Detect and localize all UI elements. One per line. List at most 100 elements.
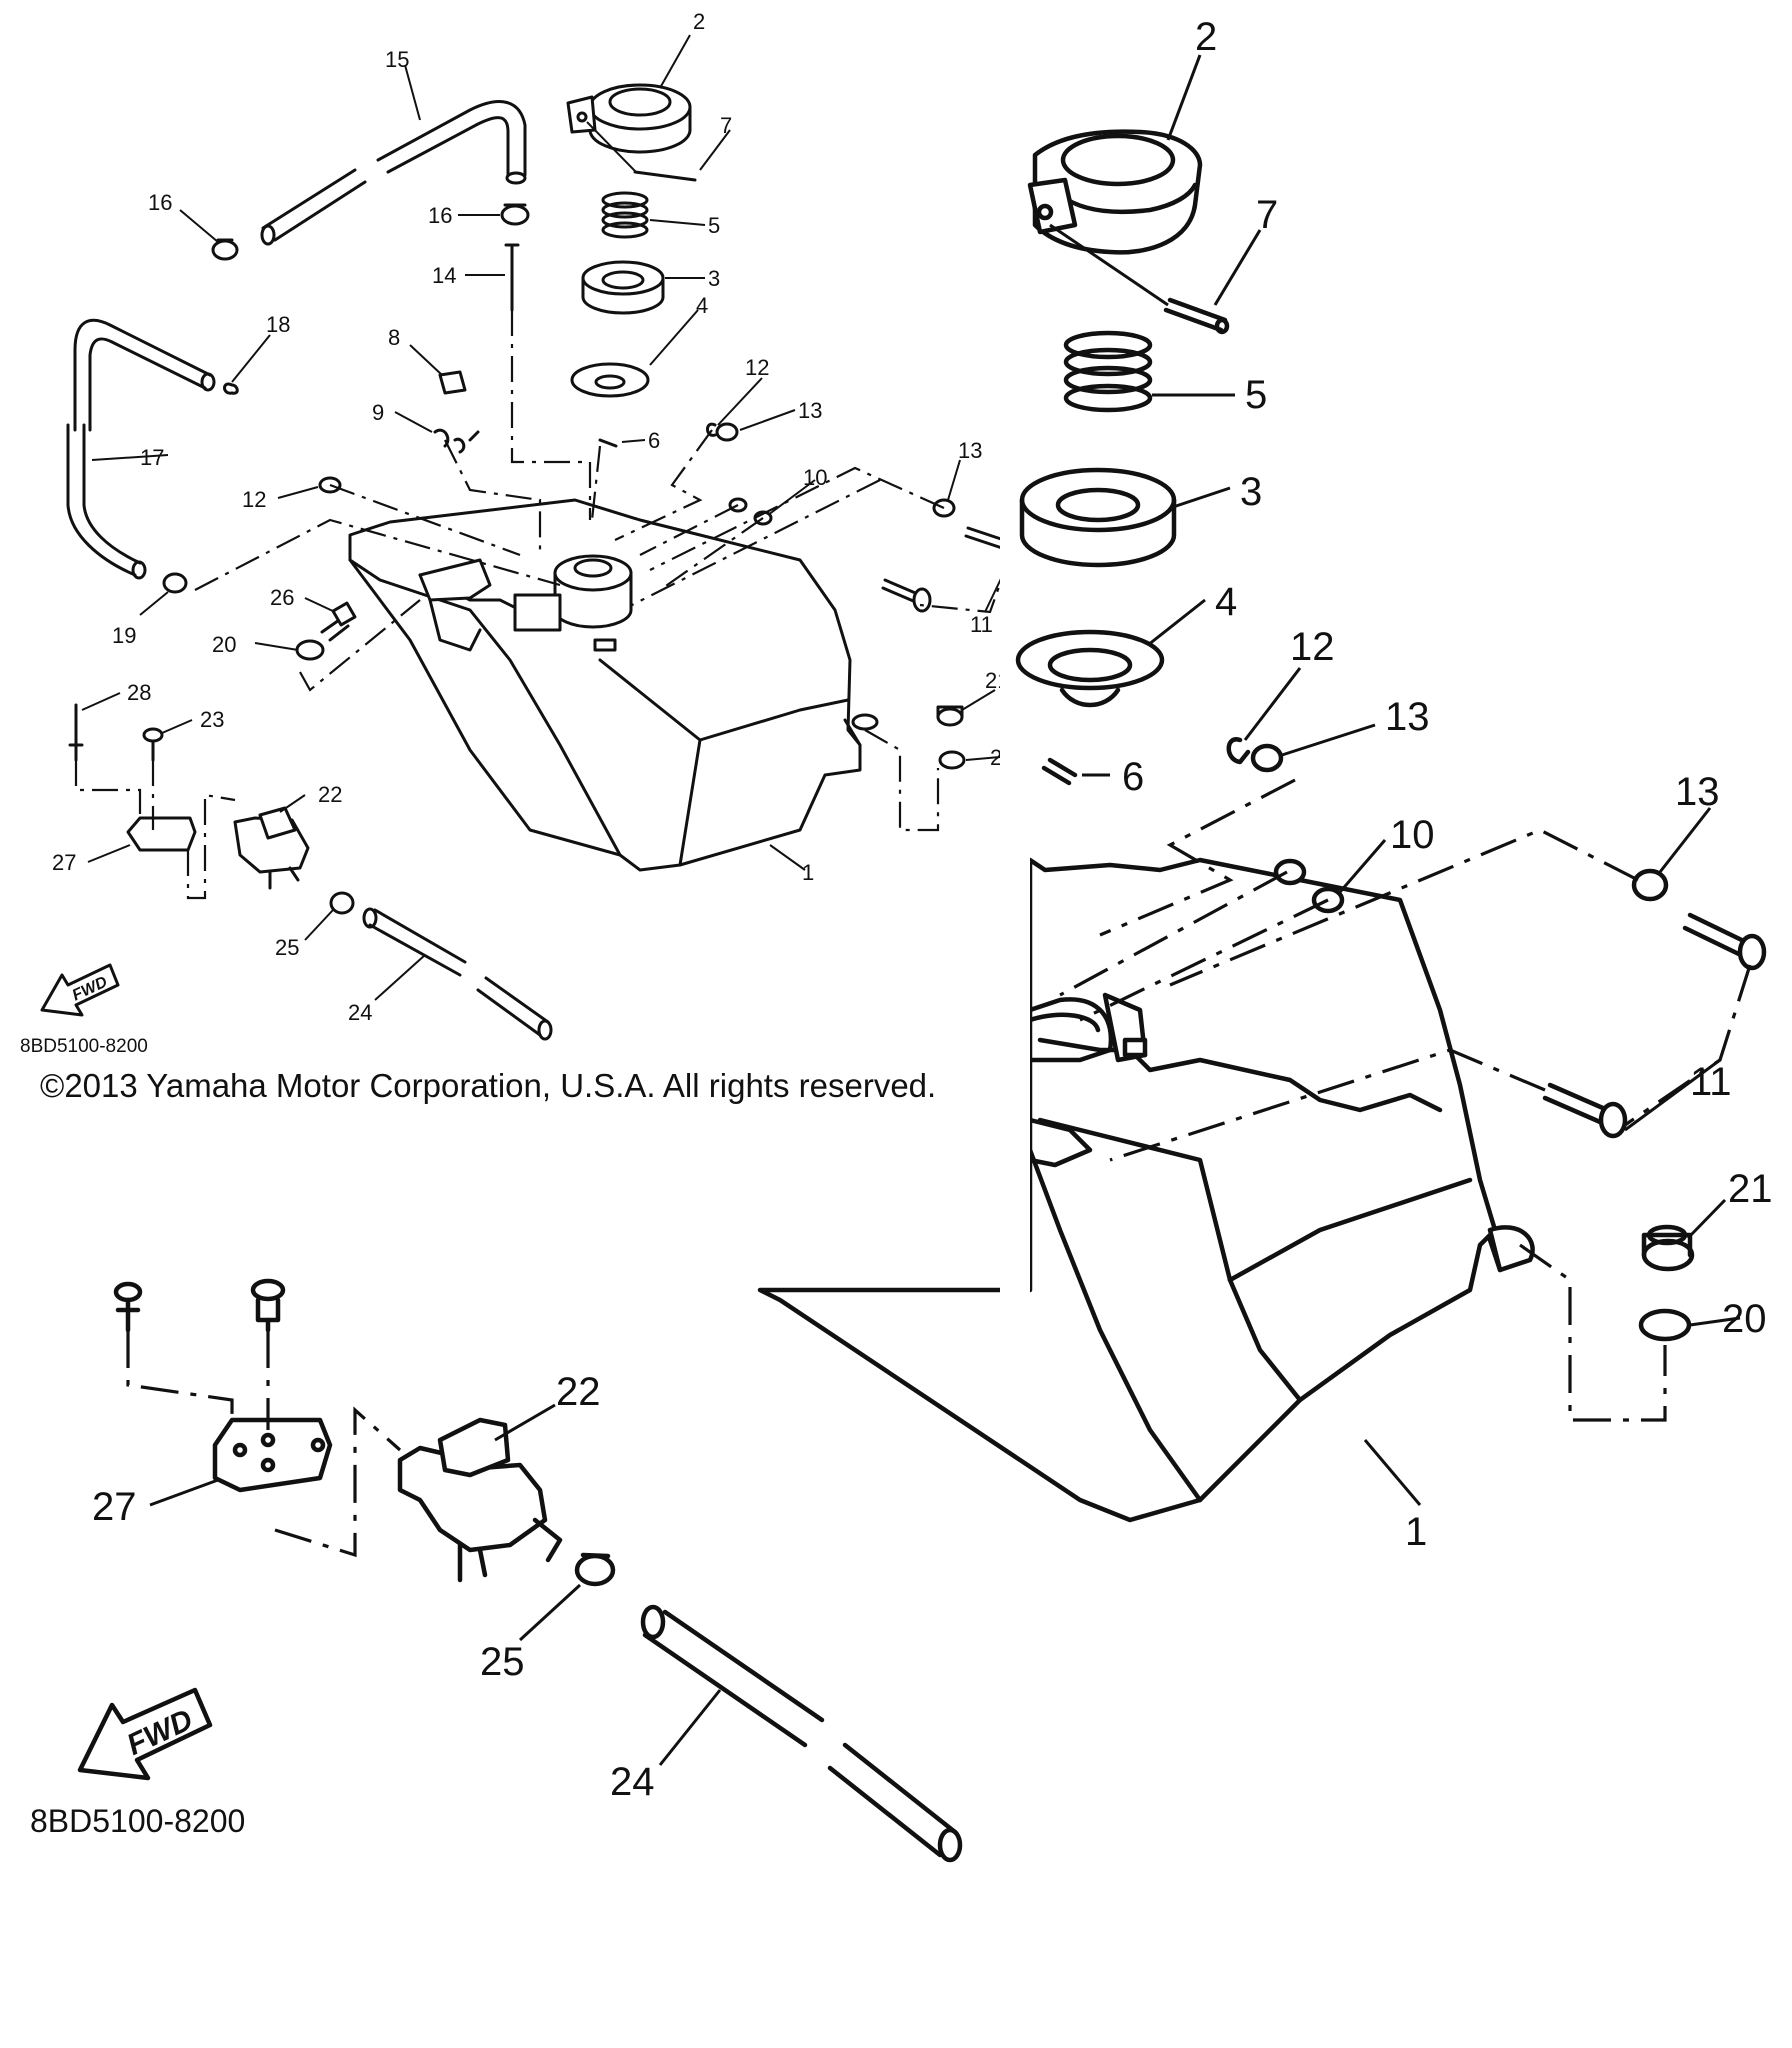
clip-18 bbox=[223, 382, 239, 395]
detail-top-view: 2 7 5 3 4 12 13 6 10 13 11 21 20 1 bbox=[757, 15, 1773, 1554]
bolt-26 bbox=[320, 601, 357, 642]
callout-6: 6 bbox=[648, 428, 660, 453]
callout-14: 14 bbox=[432, 263, 456, 288]
spring-detail bbox=[1063, 330, 1153, 413]
diagram-code-large: 8BD5100-8200 bbox=[30, 1803, 245, 1839]
clamp-16-center bbox=[500, 203, 530, 226]
damper-10-a bbox=[728, 497, 748, 513]
detail-callout-22: 22 bbox=[556, 1370, 601, 1414]
callout-3: 3 bbox=[708, 266, 720, 291]
bracket-27 bbox=[126, 816, 197, 852]
callout-28: 28 bbox=[127, 680, 151, 705]
callout-13-right: 13 bbox=[958, 438, 982, 463]
pin-6-part bbox=[598, 438, 618, 448]
pin-6-detail bbox=[1041, 757, 1078, 786]
seal-part bbox=[570, 362, 650, 398]
washer-12-detail bbox=[1226, 737, 1251, 765]
fuel-cock-22-detail bbox=[397, 1417, 563, 1583]
detail-callout-27: 27 bbox=[92, 1485, 137, 1529]
detail-callout-7: 7 bbox=[1256, 193, 1278, 237]
detail-callout-1: 1 bbox=[1405, 1510, 1427, 1554]
filler-cap-part bbox=[566, 83, 692, 154]
detail-callout-13-right: 13 bbox=[1675, 770, 1720, 814]
screw-28 bbox=[68, 703, 84, 762]
nut-21 bbox=[936, 705, 964, 727]
hose-24 bbox=[362, 907, 553, 1041]
callout-20-left: 20 bbox=[212, 632, 236, 657]
callout-17: 17 bbox=[140, 445, 164, 470]
washer-20-detail bbox=[1638, 1308, 1692, 1342]
callout-4: 4 bbox=[696, 293, 708, 318]
bolt-11-lower bbox=[881, 578, 932, 613]
copyright-text: ©2013 Yamaha Motor Corporation, U.S.A. A… bbox=[40, 1067, 936, 1104]
callout-8: 8 bbox=[388, 325, 400, 350]
detail-bottom-routing-lines bbox=[126, 1330, 402, 1558]
filler-cap-detail bbox=[1027, 129, 1203, 255]
detail-callout-11: 11 bbox=[1690, 1060, 1732, 1104]
clamp-19 bbox=[162, 572, 188, 594]
callout-2: 2 bbox=[693, 9, 705, 34]
detail-callout-10: 10 bbox=[1390, 813, 1435, 857]
callout-22: 22 bbox=[318, 782, 342, 807]
gasket-part bbox=[581, 260, 665, 315]
washer-13-top bbox=[715, 422, 739, 442]
clip-9 bbox=[433, 428, 480, 454]
callout-25: 25 bbox=[275, 935, 299, 960]
callout-15: 15 bbox=[385, 47, 409, 72]
screw-23 bbox=[142, 727, 164, 762]
clamp-16-left bbox=[211, 238, 239, 261]
detail-callout-12: 12 bbox=[1290, 625, 1335, 669]
bolt-11-upper-detail bbox=[1682, 912, 1767, 971]
callout-27: 27 bbox=[52, 850, 76, 875]
screw-23-detail bbox=[250, 1278, 286, 1333]
callout-16-center: 16 bbox=[428, 203, 452, 228]
detail-callout-2: 2 bbox=[1195, 15, 1217, 59]
callout-13-top: 13 bbox=[798, 398, 822, 423]
washer-20-right bbox=[938, 750, 966, 770]
detail-callout-13: 13 bbox=[1385, 695, 1430, 739]
detail-leader-lines bbox=[1082, 54, 1741, 1506]
detail-bottom-leader-lines bbox=[149, 1403, 722, 1766]
callout-10: 10 bbox=[803, 465, 827, 490]
hose-24-detail bbox=[640, 1604, 963, 1863]
fwd-arrow-icon-small: FWD bbox=[40, 963, 120, 1017]
callout-1: 1 bbox=[802, 860, 814, 885]
detail-callout-20: 20 bbox=[1722, 1297, 1767, 1341]
callout-5: 5 bbox=[708, 213, 720, 238]
fwd-arrow-icon-large: FWD bbox=[77, 1687, 213, 1781]
fuel-tank-detail bbox=[757, 857, 1535, 1523]
callout-24: 24 bbox=[348, 1000, 372, 1025]
detail-callout-24: 24 bbox=[610, 1760, 655, 1804]
pin-7-detail bbox=[1163, 297, 1230, 335]
screw-28-detail bbox=[113, 1281, 143, 1333]
callout-26: 26 bbox=[270, 585, 294, 610]
detail-callout-4: 4 bbox=[1215, 580, 1237, 624]
bracket-27-detail bbox=[212, 1417, 333, 1493]
callout-11: 11 bbox=[970, 612, 993, 637]
callout-19: 19 bbox=[112, 623, 136, 648]
callout-12-right: 12 bbox=[745, 355, 769, 380]
overview-diagram: FWD 2 7 5 3 4 6 15 16 16 14 8 9 18 17 12… bbox=[20, 9, 1020, 1057]
gasket-detail bbox=[1019, 467, 1177, 568]
hose-17 bbox=[66, 318, 216, 580]
nut-21-detail bbox=[1641, 1224, 1695, 1272]
callout-16-left: 16 bbox=[148, 190, 172, 215]
detail-callout-6: 6 bbox=[1122, 755, 1144, 799]
seal-detail bbox=[1015, 629, 1165, 708]
bolt-11-lower-detail bbox=[1542, 1082, 1628, 1139]
callout-12-left: 12 bbox=[242, 487, 266, 512]
breather-hose-15 bbox=[260, 100, 527, 246]
callout-18: 18 bbox=[266, 312, 290, 337]
diagram-code-small: 8BD5100-8200 bbox=[20, 1036, 148, 1057]
clamp-25 bbox=[329, 891, 355, 915]
detail-bottom-view: 22 27 25 24 FWD 8BD5100-8200 bbox=[30, 1278, 963, 1863]
grommet-8 bbox=[438, 370, 467, 395]
callout-9: 9 bbox=[372, 400, 384, 425]
detail-callout-3: 3 bbox=[1240, 470, 1262, 514]
pin-part bbox=[633, 170, 697, 182]
detail-callout-25: 25 bbox=[480, 1640, 525, 1684]
washer-20-left bbox=[295, 639, 325, 661]
washer-13-detail bbox=[1250, 743, 1284, 773]
callout-7: 7 bbox=[720, 113, 732, 138]
